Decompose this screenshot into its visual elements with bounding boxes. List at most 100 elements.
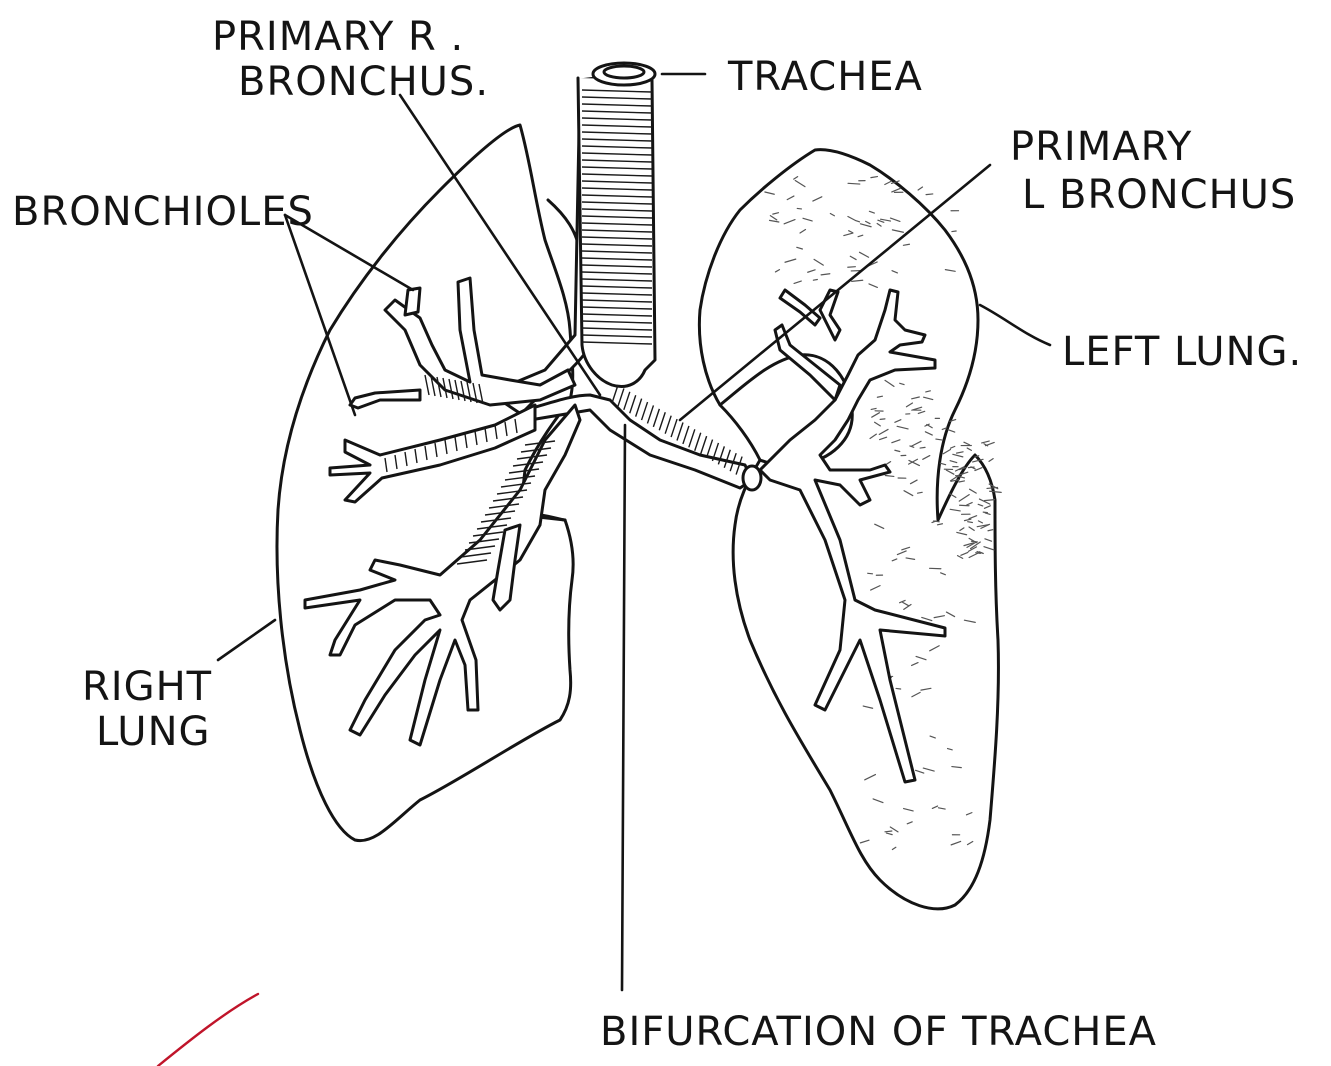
hatch-line [946,612,954,616]
hatch-line [969,527,974,530]
label-trachea: TRACHEA [727,54,923,100]
hatch-line [872,413,880,417]
hatch-line [612,385,618,403]
hatch-line [808,270,815,272]
hatch-line [950,446,954,448]
hatch-line [990,491,1002,492]
hatch-line [785,259,796,262]
hatch-line [930,736,935,738]
hatch-line [989,459,993,462]
hatch-line [985,539,992,541]
hatch-line [892,847,895,849]
hatch-line [797,208,801,209]
hatch-line [978,504,983,506]
hatch-line [967,503,972,505]
hatch-line [868,573,873,574]
hatch-line [885,181,891,184]
hatch-line [971,541,977,542]
hatch-line [953,454,963,457]
hatch-line [904,491,913,496]
hatch-line [821,274,830,275]
hatch-line [844,233,853,235]
hatch-line [918,187,922,190]
hatch-line [895,420,901,423]
hatch-line [647,405,653,423]
hatch-line [642,402,648,420]
hatch-line [984,547,994,550]
hatch-line [892,559,897,561]
label-primary-r-bronchus-line1: PRIMARY R . [212,14,464,60]
hatch-line [624,392,630,410]
hatch-line [950,509,960,511]
hatch-line [967,448,971,450]
hatch-line [892,271,897,273]
hatch-line [863,706,872,708]
left-lung-texture [765,177,1001,850]
hatch-line [964,442,970,445]
hatch-line [923,768,934,771]
hatch-line [946,470,954,474]
hatch-line [904,809,914,811]
hatch-line [830,214,834,216]
hatch-line [856,221,860,222]
hatch-line [948,430,955,432]
hatch-line [897,551,906,555]
hatch-line [689,429,695,447]
hatch-line [896,688,901,689]
hatch-line [858,235,863,236]
label-right-lung-line1: RIGHT [82,664,212,710]
label-bronchioles: BRONCHIOLES [12,189,314,235]
hatch-line [885,831,892,832]
hatch-line [938,808,945,809]
hatch-line [948,749,953,750]
label-left-lung: LEFT LUNG. [1062,329,1302,375]
hatch-line [794,177,798,180]
hatch-line [967,842,972,845]
hatch-line [912,663,918,666]
label-right-lung-line2: LUNG [96,709,211,755]
hatch-line [930,646,939,651]
right-lung-fissure [548,200,580,255]
hatch-line [968,467,974,468]
hatch-line [794,281,801,283]
hatch-line [814,259,823,265]
hatch-line [918,411,924,413]
hatch-line [849,231,853,233]
hatch-line [910,480,917,484]
hatch-line [885,476,894,477]
hatch-line [932,806,937,808]
hatch-line [800,230,805,234]
hatch-line [877,396,882,397]
hatch-line [848,267,856,268]
margin-mark [158,994,258,1066]
hatch-line [870,434,876,438]
hatch-line [630,395,636,413]
right-bronchial-tree [305,278,580,745]
hatch-line [677,423,683,441]
hatch-line [813,197,822,201]
hatch-line [969,516,977,519]
hatch-line [895,450,900,451]
hatch-line [892,440,900,443]
hatch-line [881,219,891,221]
hatch-line [984,506,990,509]
label-primary-r-bronchus-line2: BRONCHUS. [238,59,489,105]
hatch-line [653,409,659,427]
hatch-line [871,177,877,178]
hatch-line [886,833,892,835]
hatch-line [879,429,888,434]
hatch-line [943,449,950,453]
hatch-line [880,437,887,439]
hatch-line [784,220,795,224]
hatch-line [912,692,920,696]
hatch-line [892,230,903,232]
hatch-line [926,194,933,195]
hatch-line [770,220,779,222]
hatch-line [952,231,956,232]
leader-bifurcation [622,425,625,990]
leader-left-lung [980,305,1050,345]
hatch-line [960,528,964,531]
hatch-line [984,500,994,501]
hatch-line [795,181,805,187]
